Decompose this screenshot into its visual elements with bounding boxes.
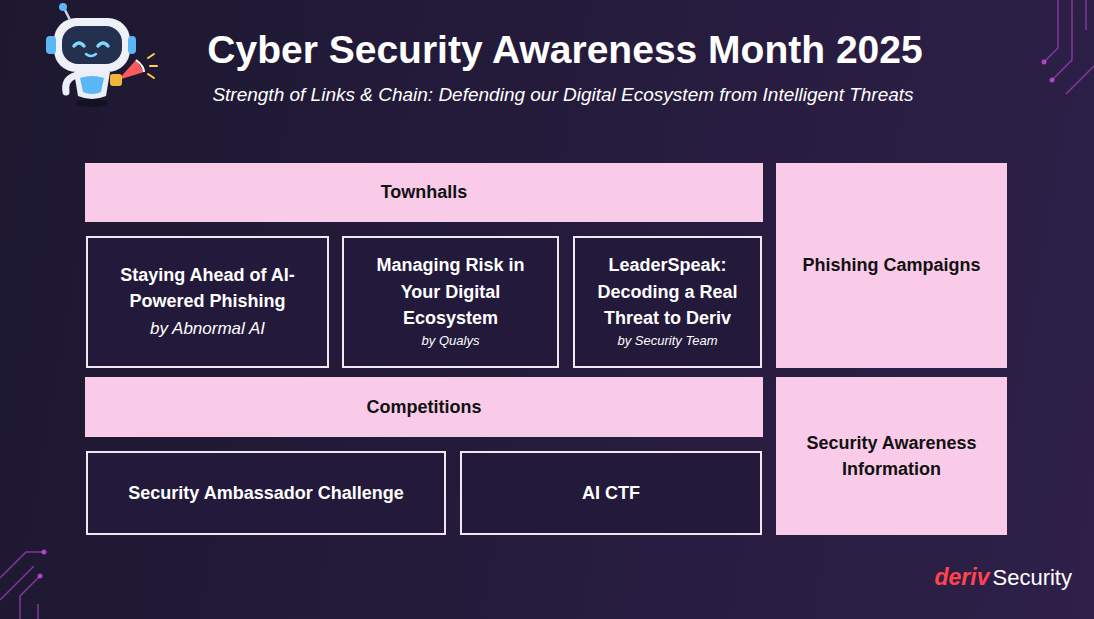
- session-box: LeaderSpeak: Decoding a Real Threat to D…: [573, 236, 762, 368]
- presenter-note: by Qualys: [422, 331, 480, 352]
- box-title: Managing Risk in Your Digital Ecosystem: [358, 252, 543, 330]
- session-box: Managing Risk in Your Digital Ecosystemb…: [342, 236, 559, 368]
- box-title: Townhalls: [381, 179, 468, 205]
- section-band: Phishing Campaigns: [776, 163, 1007, 368]
- presenter-note: by Abnormal AI: [150, 315, 265, 342]
- circuit-dots: [38, 60, 1055, 579]
- subtitle: Strength of Links & Chain: Defending our…: [0, 84, 1094, 106]
- logo: derivSecurity: [935, 564, 1072, 592]
- box-title: Competitions: [367, 394, 482, 420]
- logo-word: Security: [993, 565, 1072, 591]
- presenter-note: by Security Team: [618, 331, 718, 352]
- box-title: AI CTF: [582, 480, 640, 506]
- section-band: Competitions: [85, 377, 763, 437]
- section-band: Townhalls: [85, 163, 763, 222]
- session-box: Staying Ahead of AI-Powered Phishingby A…: [86, 236, 329, 368]
- box-title: Staying Ahead of AI-Powered Phishing: [102, 262, 313, 314]
- robot-mascot: [46, 3, 157, 107]
- box-title: Phishing Campaigns: [802, 252, 980, 278]
- logo-word: deriv: [935, 564, 990, 592]
- box-title: LeaderSpeak: Decoding a Real Threat to D…: [589, 252, 746, 330]
- session-box: Security Ambassador Challenge: [86, 451, 446, 535]
- session-box: AI CTF: [460, 451, 762, 535]
- section-band: Security Awareness Information: [776, 377, 1007, 535]
- box-title: Security Ambassador Challenge: [128, 480, 403, 506]
- box-title: Security Awareness Information: [790, 430, 993, 482]
- page-title: Cyber Security Awareness Month 2025: [0, 28, 1094, 72]
